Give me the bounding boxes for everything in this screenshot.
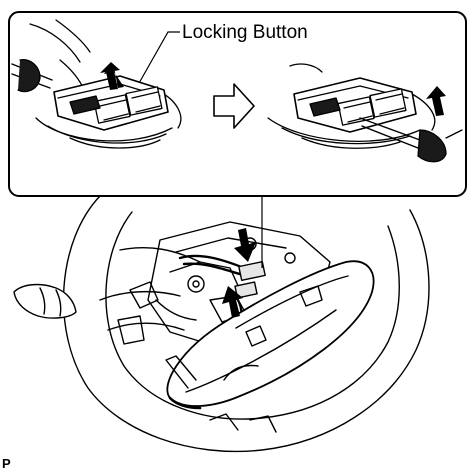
locking-button-label: Locking Button [182, 22, 308, 43]
steering-wheel-illustration [13, 195, 430, 453]
locking-button-leader [133, 31, 180, 93]
wheel-rim-outer [62, 195, 430, 453]
detail-after-release [267, 63, 463, 163]
pull-up-arrow-icon [426, 86, 446, 116]
figure-code: P [2, 456, 11, 471]
mechanism-arrows [222, 228, 256, 318]
pull-up-arrow-icon [222, 286, 243, 318]
push-down-arrow-icon [234, 228, 256, 262]
lift-arrow-icon [100, 62, 120, 90]
detail-before-release [11, 19, 182, 149]
hollow-right-arrow-icon [213, 83, 255, 129]
